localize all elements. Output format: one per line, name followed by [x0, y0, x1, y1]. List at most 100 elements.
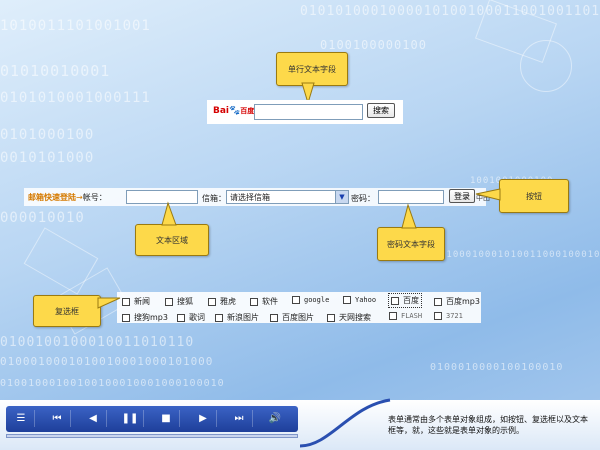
- mailbox-label: 信箱：: [202, 194, 226, 203]
- checkbox-yahoo[interactable]: Yahoo: [343, 296, 376, 304]
- trailing-text: 中田: [476, 194, 490, 202]
- checkbox-box[interactable]: [250, 297, 258, 306]
- bg-digits-7: 000010010: [0, 210, 85, 226]
- checkbox-label: 雅虎: [220, 297, 236, 306]
- player-controls-panel: [6, 406, 298, 432]
- checkbox-label: 3721: [446, 312, 463, 320]
- checkbox-label: 搜狗mp3: [134, 313, 168, 322]
- bg-digits-5: 0101000100: [0, 127, 95, 143]
- play-icon[interactable]: ▶: [190, 410, 217, 427]
- bg-digits-13: 0100010000100100010: [430, 362, 564, 373]
- bg-hexagon: [520, 40, 572, 92]
- bg-digits-9: 0100100000100: [320, 38, 427, 52]
- mailbox-selected-value: 请选择信箱: [230, 192, 270, 202]
- checkbox-box[interactable]: [177, 313, 185, 322]
- bg-digits-1: 0101010001000010100100011001001101: [300, 4, 600, 19]
- checkbox-sogou-mp3[interactable]: 搜狗mp3: [122, 312, 168, 323]
- baidu-logo-du: 百度: [240, 107, 255, 115]
- bg-digits-2: 1010011101001001: [0, 18, 151, 34]
- checkbox-box[interactable]: [327, 313, 335, 322]
- account-input[interactable]: [126, 190, 198, 204]
- checkbox-box[interactable]: [165, 297, 173, 306]
- player-progress-track[interactable]: [6, 434, 298, 438]
- bg-digits-4: 0101010001000111: [0, 90, 151, 106]
- volume-icon[interactable]: 🔊: [268, 413, 282, 424]
- bg-digits-12: 01001000100100100010001000100010: [0, 378, 225, 389]
- checkbox-box[interactable]: [343, 296, 351, 304]
- callout-label: 复选框: [55, 306, 79, 316]
- account-label: 帐号：: [82, 193, 107, 202]
- checkbox-baidu[interactable]: 百度: [388, 293, 422, 308]
- checkbox-flash[interactable]: FLASH: [389, 312, 422, 320]
- checkbox-label: 软件: [262, 297, 278, 306]
- password-input[interactable]: [378, 190, 444, 204]
- checkbox-box[interactable]: [270, 313, 278, 322]
- checkbox-baidu-images[interactable]: 百度图片: [270, 312, 314, 323]
- checkbox-label: 搜狐: [177, 297, 193, 306]
- bg-digits-11: 0100010001010010001000101000: [0, 355, 214, 368]
- callout-label: 密码文本字段: [387, 239, 435, 249]
- checkbox-box[interactable]: [391, 296, 399, 305]
- checkbox-google[interactable]: google: [292, 296, 329, 304]
- checkbox-label: 百度mp3: [446, 297, 480, 306]
- player-divider-curve: [299, 398, 391, 448]
- checkbox-label: 百度图片: [282, 313, 314, 322]
- callout-password-field: 密码文本字段: [377, 227, 445, 261]
- bg-digits-8: 01000100010100110001000100010: [440, 250, 600, 260]
- checkbox-label: FLASH: [401, 312, 423, 320]
- stop-icon[interactable]: ■: [153, 410, 180, 427]
- callout-checkbox: 复选框: [33, 295, 101, 327]
- menu-icon[interactable]: ☰: [8, 410, 35, 427]
- baidu-search-button[interactable]: 搜索: [367, 103, 395, 118]
- chevron-down-icon: ▼: [335, 191, 348, 203]
- login-button[interactable]: 登录: [449, 189, 475, 203]
- rewind-icon[interactable]: ◀: [80, 410, 107, 427]
- checkbox-box[interactable]: [292, 296, 300, 304]
- checkbox-box[interactable]: [389, 312, 397, 320]
- baidu-search-input[interactable]: [254, 104, 363, 120]
- checkbox-sohu[interactable]: 搜狐: [165, 296, 193, 307]
- checkbox-box[interactable]: [215, 313, 223, 322]
- checkbox-label: 新闻: [134, 297, 150, 306]
- checkbox-3721[interactable]: 3721: [434, 312, 463, 320]
- checkbox-baidu-mp3[interactable]: 百度mp3: [434, 296, 480, 307]
- mailbox-select[interactable]: 请选择信箱 ▼: [226, 190, 349, 204]
- checkbox-box[interactable]: [122, 297, 130, 306]
- mail-login-label: 邮箱快速登陆 → 帐号：: [28, 192, 107, 203]
- checkbox-label: 百度: [403, 296, 419, 305]
- checkbox-software[interactable]: 软件: [250, 296, 278, 307]
- callout-pointer: [475, 188, 501, 201]
- skip-forward-icon[interactable]: ⏭: [226, 410, 253, 427]
- checkbox-sina-images[interactable]: 新浪图片: [215, 312, 259, 323]
- callout-pointer: [97, 297, 121, 309]
- callout-pointer: [401, 203, 417, 229]
- bg-digits-3: 01010010001: [0, 62, 111, 80]
- baidu-logo: Bai 🐾 百度: [213, 106, 254, 116]
- checkbox-lyrics[interactable]: 歌词: [177, 312, 205, 323]
- checkbox-label: 新浪图片: [227, 313, 259, 322]
- checkbox-label: Yahoo: [355, 296, 377, 304]
- checkbox-yahoo-cn[interactable]: 雅虎: [208, 296, 236, 307]
- callout-button: 按钮: [499, 179, 569, 213]
- mail-quick-login-text: 邮箱快速登陆: [28, 193, 76, 202]
- footer-description: 表单通常由多个表单对象组成，如按钮、复选框以及文本框等，就，这些就是表单对象的示…: [388, 415, 588, 435]
- callout-label: 单行文本字段: [288, 64, 336, 74]
- checkbox-box[interactable]: [208, 297, 216, 306]
- checkbox-label: google: [304, 296, 330, 304]
- callout-text-area: 文本区域: [135, 224, 209, 256]
- checkbox-box[interactable]: [122, 313, 130, 322]
- checkbox-label: 天网搜索: [339, 313, 371, 322]
- checkbox-box[interactable]: [434, 297, 442, 306]
- pause-icon[interactable]: ❚❚: [117, 410, 144, 427]
- arrow-right-icon: →: [76, 193, 83, 202]
- checkbox-box[interactable]: [434, 312, 442, 320]
- checkbox-label: 歌词: [189, 313, 205, 322]
- callout-pointer: [301, 82, 315, 105]
- callout-pointer: [161, 201, 177, 226]
- password-label: 密码：: [351, 194, 375, 203]
- checkbox-news[interactable]: 新闻: [122, 296, 150, 307]
- checkbox-tianwang-search[interactable]: 天网搜索: [327, 312, 371, 323]
- skip-back-icon[interactable]: ⏮: [44, 410, 71, 427]
- paw-icon: 🐾: [229, 106, 241, 116]
